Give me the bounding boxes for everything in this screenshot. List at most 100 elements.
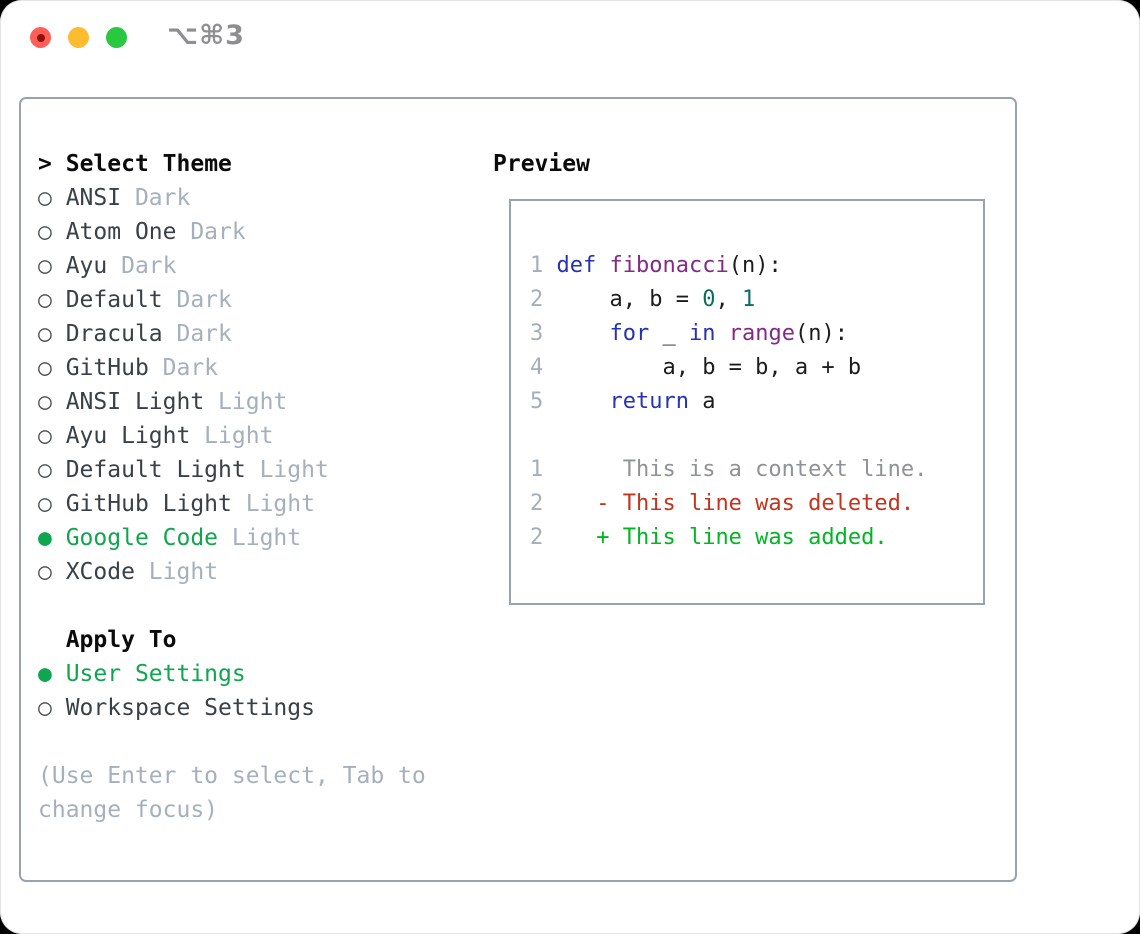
radio-icon: ○ <box>38 559 66 585</box>
radio-selected-icon: ● <box>38 525 66 551</box>
line-number: 1 <box>530 457 557 482</box>
code-segment: in <box>688 321 716 346</box>
theme-variant: Dark <box>162 321 232 347</box>
line-number: 3 <box>530 321 557 346</box>
code-segment: _ <box>649 321 689 346</box>
theme-option-github-light[interactable]: ○ GitHub Light Light <box>38 487 426 521</box>
apply-to-title: Apply To <box>65 627 177 653</box>
theme-variant: Dark <box>148 355 219 381</box>
spacer <box>38 725 426 759</box>
help-text: (Use Enter to select, Tab to change focus… <box>38 759 426 827</box>
spacer <box>38 589 426 623</box>
preview-code-line: 1 This is a context line. <box>530 453 983 487</box>
line-number: 2 <box>530 287 557 312</box>
radio-icon: ○ <box>38 253 66 279</box>
radio-icon: ○ <box>38 695 66 721</box>
apply-option-user-settings[interactable]: ● User Settings <box>38 657 426 691</box>
code-segment: a <box>688 389 716 414</box>
line-number: 4 <box>530 355 557 380</box>
theme-picker-left-column: > Select Theme ○ ANSI Dark○ Atom One Dar… <box>38 147 426 827</box>
theme-option-ansi[interactable]: ○ ANSI Dark <box>38 181 426 215</box>
line-number: 1 <box>530 253 557 278</box>
theme-option-default[interactable]: ○ Default Dark <box>38 283 426 317</box>
code-segment: return <box>609 389 689 414</box>
radio-icon: ○ <box>38 185 66 211</box>
titlebar: ⌥⌘3 <box>0 0 1140 74</box>
theme-option-google-code[interactable]: ● Google Code Light <box>38 521 426 555</box>
theme-variant: Light <box>190 423 274 449</box>
traffic-lights <box>30 27 127 48</box>
radio-icon: ○ <box>38 423 66 449</box>
apply-option-label: Workspace Settings <box>65 695 315 721</box>
minimize-button[interactable] <box>68 27 89 48</box>
code-segment: - This line was deleted. <box>556 491 915 516</box>
line-number: 5 <box>530 389 557 414</box>
theme-option-default-light[interactable]: ○ Default Light Light <box>38 453 426 487</box>
theme-name: GitHub Light <box>65 491 232 517</box>
theme-option-ayu-light[interactable]: ○ Ayu Light Light <box>38 419 426 453</box>
select-theme-header: > Select Theme <box>38 147 426 181</box>
theme-variant: Dark <box>107 253 177 279</box>
line-number: 2 <box>530 525 557 550</box>
theme-name: Google Code <box>65 525 219 551</box>
apply-option-label: User Settings <box>65 661 246 687</box>
code-segment <box>715 321 728 346</box>
preview-code-line: 5 return a <box>530 385 983 419</box>
help-line: change focus) <box>38 797 219 823</box>
theme-name: ANSI Light <box>65 389 205 415</box>
theme-variant: Light <box>231 491 315 517</box>
radio-selected-icon: ● <box>38 661 66 687</box>
code-segment: range <box>728 321 795 346</box>
radio-icon: ○ <box>38 321 66 347</box>
theme-name: Default Light <box>65 457 246 483</box>
code-segment: 1 <box>741 287 756 312</box>
theme-variant: Light <box>245 457 329 483</box>
code-segment: fibonacci <box>609 253 729 278</box>
preview-title: Preview <box>493 151 590 177</box>
window-title: ⌥⌘3 <box>167 20 245 51</box>
theme-name: ANSI <box>65 185 122 211</box>
close-button[interactable] <box>30 27 51 48</box>
theme-option-xcode[interactable]: ○ XCode Light <box>38 555 426 589</box>
theme-variant: Light <box>134 559 219 585</box>
line-number: 2 <box>530 491 557 516</box>
select-theme-title: Select Theme <box>65 151 232 177</box>
prompt-indicator: > <box>38 151 52 177</box>
code-segment: 0 <box>702 287 716 312</box>
code-segment: (n): <box>794 321 848 346</box>
theme-option-ansi-light[interactable]: ○ ANSI Light Light <box>38 385 426 419</box>
radio-icon: ○ <box>38 287 66 313</box>
preview-code-line: 3 for _ in range(n): <box>530 317 983 351</box>
theme-variant: Dark <box>121 185 191 211</box>
theme-option-dracula[interactable]: ○ Dracula Dark <box>38 317 426 351</box>
theme-option-atom-one[interactable]: ○ Atom One Dark <box>38 215 426 249</box>
line-number <box>530 423 557 448</box>
apply-option-workspace-settings[interactable]: ○ Workspace Settings <box>38 691 426 725</box>
theme-name: GitHub <box>65 355 149 381</box>
preview-code-line: 2 + This line was added. <box>530 521 983 555</box>
preview-code-line: 1 def fibonacci(n): <box>530 249 983 283</box>
code-segment: def <box>556 253 597 278</box>
help-line: (Use Enter to select, Tab to <box>38 763 426 789</box>
theme-name: Atom One <box>65 219 177 245</box>
code-segment: + This line was added. <box>556 525 888 550</box>
zoom-button[interactable] <box>106 27 127 48</box>
theme-variant: Dark <box>162 287 232 313</box>
code-segment: a, b = <box>556 287 703 312</box>
radio-icon: ○ <box>38 219 66 245</box>
code-segment <box>557 389 610 414</box>
theme-name: XCode <box>65 559 135 585</box>
theme-name: Dracula <box>65 321 163 347</box>
radio-icon: ○ <box>38 355 66 381</box>
preview-code-line <box>530 419 983 453</box>
theme-picker-panel: > Select Theme ○ ANSI Dark○ Atom One Dar… <box>19 97 1017 882</box>
radio-icon: ○ <box>38 491 66 517</box>
theme-variant: Light <box>218 525 302 551</box>
theme-option-ayu[interactable]: ○ Ayu Dark <box>38 249 426 283</box>
radio-icon: ○ <box>38 457 66 483</box>
theme-option-github[interactable]: ○ GitHub Dark <box>38 351 426 385</box>
